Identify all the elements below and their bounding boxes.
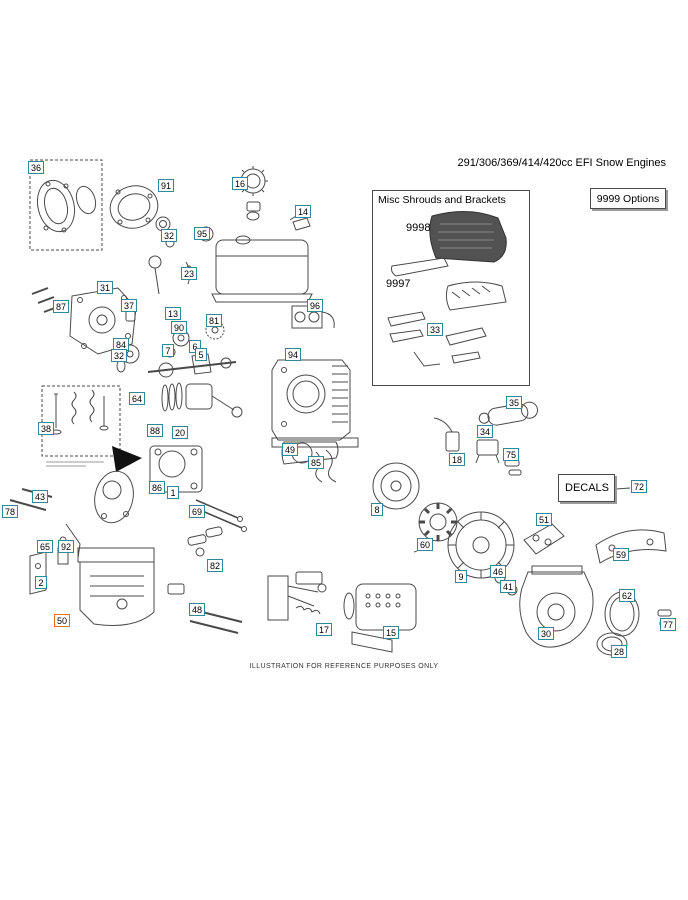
callout-14: 14 bbox=[295, 205, 312, 218]
callout-9: 9 bbox=[455, 570, 467, 583]
callout-90: 90 bbox=[171, 321, 188, 334]
muffler-art bbox=[79, 561, 155, 626]
decals-box-label: DECALS bbox=[565, 482, 610, 494]
callout-33: 33 bbox=[427, 323, 444, 336]
callout-5: 5 bbox=[195, 348, 207, 361]
callout-38: 38 bbox=[38, 422, 55, 435]
callout-72: 72 bbox=[631, 480, 648, 493]
callout-62: 62 bbox=[619, 589, 636, 602]
callout-95: 95 bbox=[194, 227, 211, 240]
callout-1: 1 bbox=[167, 486, 179, 499]
callout-92: 92 bbox=[58, 540, 75, 553]
callout-59: 59 bbox=[613, 548, 630, 561]
options-box-label: 9999 Options bbox=[596, 192, 660, 205]
misc-shrouds-title: Misc Shrouds and Brackets bbox=[378, 194, 506, 206]
piston-art bbox=[185, 383, 213, 410]
callout-30: 30 bbox=[538, 627, 555, 640]
arrow-marker bbox=[112, 446, 142, 472]
callout-96: 96 bbox=[307, 299, 324, 312]
callout-60: 60 bbox=[417, 538, 434, 551]
callout-32: 32 bbox=[161, 229, 178, 242]
callout-28: 28 bbox=[611, 645, 628, 658]
callout-51: 51 bbox=[536, 513, 553, 526]
callout-64: 64 bbox=[129, 392, 146, 405]
callout-23: 23 bbox=[181, 267, 198, 280]
callout-86: 86 bbox=[149, 481, 166, 494]
callout-49: 49 bbox=[282, 443, 299, 456]
callout-81: 81 bbox=[206, 314, 223, 327]
callout-32: 32 bbox=[111, 349, 128, 362]
callout-87: 87 bbox=[53, 300, 70, 313]
callout-37: 37 bbox=[121, 299, 138, 312]
callout-43: 43 bbox=[32, 490, 49, 503]
callout-16: 16 bbox=[232, 177, 249, 190]
blower-housing-art bbox=[519, 571, 594, 648]
part-number-9998: 9998 bbox=[406, 222, 431, 234]
reference-note: ILLUSTRATION FOR REFERENCE PURPOSES ONLY bbox=[249, 663, 439, 670]
callout-82: 82 bbox=[207, 559, 224, 572]
part-number-9997: 9997 bbox=[386, 278, 411, 290]
callout-20: 20 bbox=[172, 426, 189, 439]
callout-48: 48 bbox=[189, 603, 206, 616]
callout-18: 18 bbox=[449, 453, 466, 466]
callout-15: 15 bbox=[383, 626, 400, 639]
callout-69: 69 bbox=[189, 505, 206, 518]
callout-36: 36 bbox=[28, 161, 45, 174]
callout-41: 41 bbox=[500, 580, 517, 593]
callout-85: 85 bbox=[308, 456, 325, 469]
callout-78: 78 bbox=[2, 505, 19, 518]
misc-shrouds-panel: Misc Shrouds and Brackets bbox=[372, 190, 530, 386]
options-box: 9999 Options bbox=[590, 188, 666, 209]
crankcase-cover-art bbox=[69, 287, 137, 355]
callout-8: 8 bbox=[371, 503, 383, 516]
callout-65: 65 bbox=[37, 540, 54, 553]
fuel-tank-art bbox=[215, 239, 309, 295]
page-title: 291/306/369/414/420cc EFI Snow Engines bbox=[457, 157, 666, 169]
callout-2: 2 bbox=[35, 576, 47, 589]
gasket-group-box bbox=[29, 159, 103, 251]
callout-35: 35 bbox=[506, 396, 523, 409]
air-box-art bbox=[355, 583, 417, 631]
callout-77: 77 bbox=[660, 618, 677, 631]
decals-box: DECALS bbox=[558, 474, 615, 502]
callout-17: 17 bbox=[316, 623, 333, 636]
callout-31: 31 bbox=[97, 281, 114, 294]
bracket-9997-art bbox=[391, 257, 449, 277]
callout-46: 46 bbox=[490, 565, 507, 578]
callout-88: 88 bbox=[147, 424, 164, 437]
callout-34: 34 bbox=[477, 425, 494, 438]
callout-75: 75 bbox=[503, 448, 520, 461]
engine-block-art bbox=[271, 359, 351, 441]
callout-94: 94 bbox=[285, 348, 302, 361]
callout-91: 91 bbox=[158, 179, 175, 192]
callout-50: 50 bbox=[54, 614, 71, 627]
callout-13: 13 bbox=[165, 307, 182, 320]
callout-7: 7 bbox=[162, 344, 174, 357]
